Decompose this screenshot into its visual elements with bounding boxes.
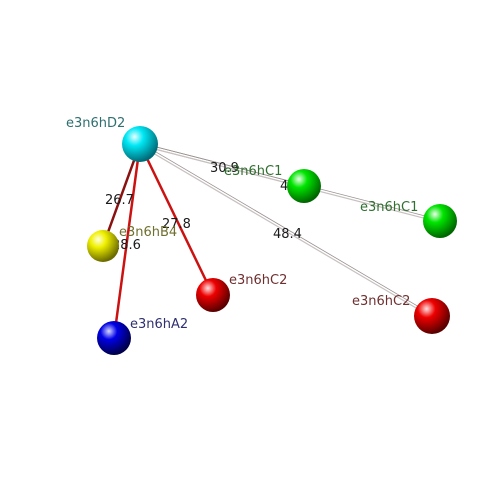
nodes-layer [87,126,457,355]
node-label-C1b: e3n6hC1 [360,200,418,215]
node-C2b [414,298,450,334]
node-C1a [287,169,321,203]
node-label-A2: e3n6hA2 [130,317,188,332]
node-label-C2a: e3n6hC2 [229,273,287,288]
node-label-B4: e3n6hB4 [119,225,177,240]
node-label-C1a: e3n6hC1 [224,164,282,179]
node-C1b [423,204,457,238]
bond-D2-B4 [101,143,142,247]
bond-label-D2-C1a: 30.9 [210,161,239,176]
bond-label-D2-C2a: 27.8 [162,217,191,232]
bond-D2-A2 [112,143,142,339]
node-A2 [97,321,131,355]
node-labels-layer: e3n6hD2 e3n6hC1 e3n6hC1 e3n6hB4 e3n6hC2 e3n6h… [66,116,418,332]
bond-label-D2-B4: 26.7 [105,193,134,208]
node-label-C2b: e3n6hC2 [352,294,410,309]
bond-D2-C2b [139,142,433,318]
node-label-D2: e3n6hD2 [66,116,125,131]
node-D2 [122,126,158,162]
node-B4 [87,230,119,262]
bond-D2-C2a [138,143,215,296]
node-C2a [196,278,230,312]
bond-label-D2-A2: 28.6 [112,238,141,253]
bond-labels-layer: 30.947.048.426.727.828.6 [105,161,309,253]
bond-label-D2-C2b: 48.4 [273,227,302,242]
